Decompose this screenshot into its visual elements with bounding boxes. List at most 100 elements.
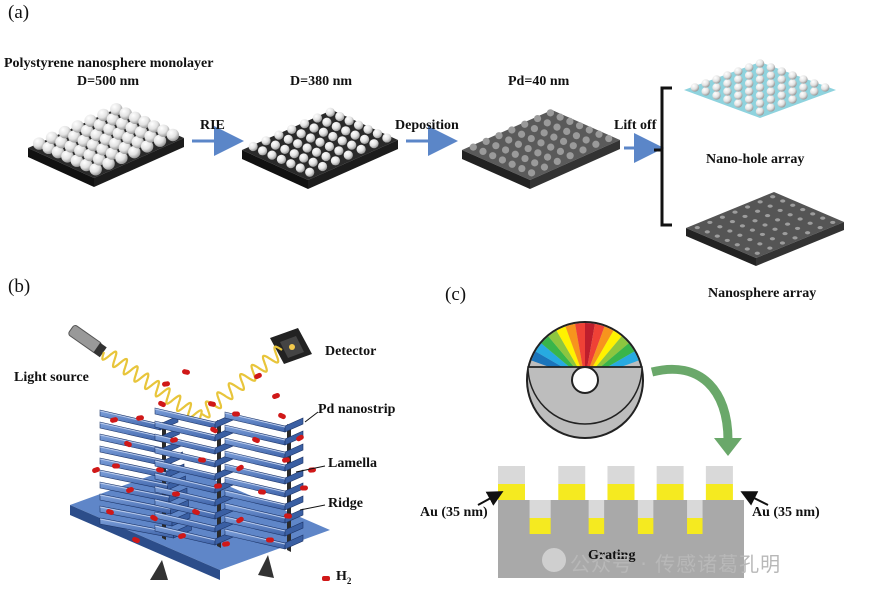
lamella (284, 443, 304, 459)
hole-dot (719, 215, 726, 219)
pd-bump (508, 126, 516, 134)
hole-dot (747, 237, 753, 242)
h2-molecule (110, 417, 118, 423)
h2-molecule (208, 401, 216, 407)
hole-dot (817, 225, 823, 230)
pd-bump (521, 120, 529, 128)
nanosphere (68, 130, 81, 143)
hole-dot (749, 228, 756, 232)
pd-bump (492, 142, 500, 150)
nanosphere (276, 154, 287, 164)
hole-dot (784, 222, 791, 226)
nanosphere (799, 83, 808, 92)
lamella (284, 521, 304, 537)
h2-molecule (158, 400, 166, 408)
h2-molecule (222, 541, 230, 547)
au-layer-trench (687, 518, 703, 534)
nanosphere (77, 134, 90, 147)
pd-nanostrip (154, 512, 216, 528)
pd-nanostrip (224, 490, 286, 506)
ridge-label: Ridge (328, 496, 363, 511)
nanosphere (89, 163, 102, 176)
pd-bump (550, 133, 558, 141)
nanosphere (321, 151, 331, 162)
cd-disc (526, 321, 644, 439)
nanosphere (248, 141, 258, 152)
panel-c-label: (c) (445, 284, 467, 305)
pd-bump (540, 129, 548, 137)
nanosphere (744, 63, 754, 72)
nanosphere (308, 157, 318, 167)
h2-molecule (282, 457, 290, 463)
hole-dot (807, 221, 813, 225)
au-layer-top (498, 484, 526, 500)
nanosphere (110, 103, 123, 116)
lamella (284, 534, 304, 550)
hole-dot (767, 246, 773, 250)
grating-label: Grating (588, 548, 636, 563)
h2-molecule (172, 491, 180, 497)
hole-dot (754, 251, 760, 255)
pd-nanostrip (224, 516, 286, 532)
nanosphere (777, 83, 786, 92)
au-layer-trench (529, 518, 551, 534)
nanosphere (335, 111, 345, 122)
nanosphere (734, 91, 743, 100)
lamella (284, 495, 304, 511)
pd-nanostrip-label: Pd nanostrip (318, 402, 396, 417)
resist-cap (498, 466, 526, 484)
nanosphere (118, 141, 132, 155)
nanosphere (138, 115, 151, 129)
hole-dot (769, 237, 776, 241)
nanosphere (799, 75, 808, 84)
nanosphere (317, 161, 328, 172)
h2-molecule (126, 486, 134, 494)
nanosphere (734, 99, 743, 108)
nanosphere (701, 79, 710, 88)
step2-diameter: D=380 nm (290, 74, 353, 89)
spheres-on-cyan (690, 59, 830, 116)
nanosphere (734, 67, 743, 76)
nanosphere (140, 140, 154, 153)
pd-nanostrip (154, 473, 216, 489)
hole-dot (754, 209, 761, 213)
pd-bump (546, 109, 555, 117)
nanosphere (766, 103, 776, 112)
hole-dot (830, 220, 836, 225)
pd-nanostrip (99, 494, 171, 510)
nanosphere (122, 131, 135, 145)
pd-bump (592, 140, 600, 148)
hole-dot (810, 212, 816, 216)
nanosphere (305, 133, 316, 143)
lamella (284, 456, 304, 472)
h2-molecule (136, 415, 144, 421)
pd-bump (559, 137, 568, 146)
nanosphere (55, 135, 68, 149)
hole-dot (804, 231, 811, 235)
nanosphere (788, 79, 797, 88)
pd-bump (553, 157, 561, 166)
nanosphere (766, 95, 776, 104)
hole-dot (742, 214, 748, 219)
nanosphere (119, 107, 132, 120)
hole-dot (767, 204, 773, 208)
nanosphere (92, 153, 106, 166)
pd-bump (505, 136, 513, 144)
pd-bump (566, 152, 574, 160)
pd-coated-spheres (469, 109, 613, 177)
pd-bump (556, 147, 565, 156)
watermark: 公众号 · 传感诸葛孔明 (570, 552, 782, 576)
pd-bump (537, 139, 545, 147)
nanosphere (51, 145, 65, 159)
ridge-structure (99, 407, 304, 552)
nanosphere (105, 147, 119, 160)
h2-molecule (266, 537, 274, 543)
pd-bump (489, 152, 497, 160)
nanosphere (280, 144, 290, 154)
hole-dot (757, 242, 763, 246)
nanosphere (734, 83, 743, 92)
nanosphere (363, 124, 373, 134)
pd-bump (495, 132, 503, 140)
nanosphere (134, 125, 148, 139)
pd-bump (482, 137, 490, 146)
